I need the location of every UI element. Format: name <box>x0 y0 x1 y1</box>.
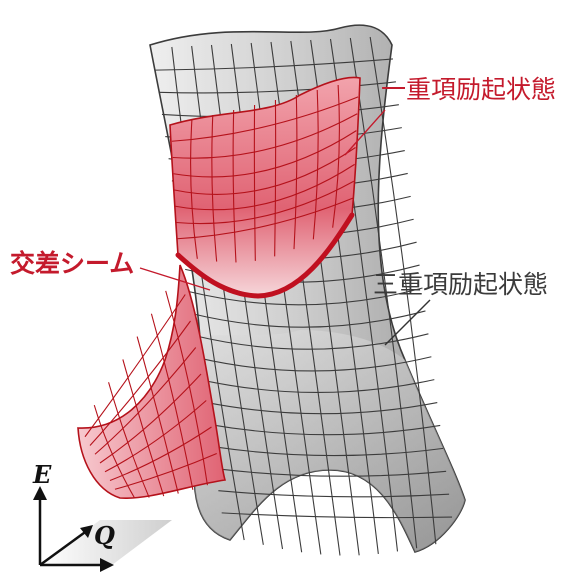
crossing-seam-label: 交差シーム <box>10 249 135 278</box>
singlet-excited-state-label: 一重項励起状態 <box>381 75 557 104</box>
seam-leader-line <box>139 267 211 291</box>
singlet-surface-lower <box>77 264 227 499</box>
axes-indicator <box>33 486 172 572</box>
energy-axis-label: E <box>33 460 52 489</box>
coordinate-axis-label: Q <box>94 521 115 550</box>
triplet-excited-state-label: 三重項励起状態 <box>373 270 549 299</box>
triplet-leader-line <box>384 299 431 346</box>
singlet-leader-line <box>344 109 386 156</box>
crossing-seam <box>175 212 355 299</box>
depth-axis-arrow <box>39 528 89 567</box>
